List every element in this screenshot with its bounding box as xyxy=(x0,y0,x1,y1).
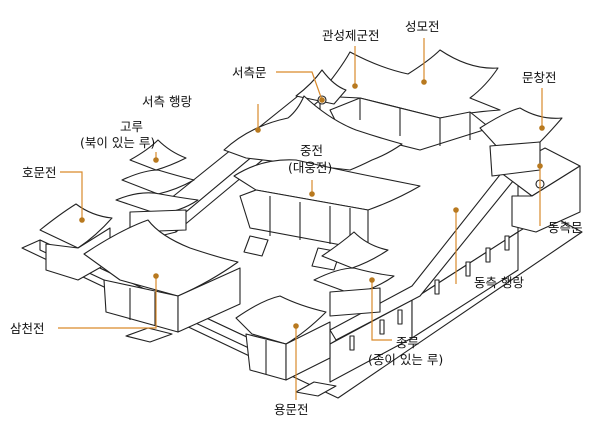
leader-seocheuk-mun xyxy=(276,71,323,101)
dot-yongmun xyxy=(293,323,299,329)
label-jongru-line1: 종루 xyxy=(396,335,419,350)
samcheon-hall xyxy=(83,219,241,343)
label-jungjeon-line1: 중전 xyxy=(300,143,323,158)
yongmun-hall xyxy=(235,295,337,397)
label-goru-line2: (북이 있는 루) xyxy=(80,135,155,150)
leader-samcheon xyxy=(58,276,157,329)
homun-hall xyxy=(39,203,113,281)
dot-jongru xyxy=(369,277,375,283)
labels: 관성제군전 성모전 서측문 문창전 서측 행랑 고루 (북이 있는 루) 중전 … xyxy=(10,19,583,417)
dot-seocheuk-haengrang xyxy=(255,127,261,133)
label-yongmun: 용문전 xyxy=(274,402,309,417)
label-samcheon: 삼천전 xyxy=(10,321,45,336)
leader-lines xyxy=(58,38,543,400)
label-gwanseong: 관성제군전 xyxy=(322,28,380,43)
dot-gwanseong xyxy=(352,83,358,89)
label-goru-line1: 고루 xyxy=(120,119,143,134)
label-jungjeon-line2: (대웅전) xyxy=(288,160,332,175)
dot-seocheuk-mun xyxy=(319,97,325,103)
label-munchang: 문창전 xyxy=(522,70,557,85)
label-dongcheuk-mun: 동측문 xyxy=(548,220,583,235)
dot-dongcheuk-mun xyxy=(537,163,543,169)
dot-homun xyxy=(79,217,85,223)
dot-dongcheuk-haengrang xyxy=(453,207,459,213)
temple-complex-drawing xyxy=(21,49,583,399)
label-homun: 호문전 xyxy=(22,165,57,180)
east-corridor xyxy=(329,151,531,383)
leader-homun xyxy=(60,171,83,220)
bell-tower xyxy=(313,231,395,317)
dot-goru xyxy=(153,157,159,163)
dot-jungjeon xyxy=(309,191,315,197)
dot-munchang xyxy=(539,125,545,131)
label-jongru-line2: (종이 있는 루) xyxy=(368,352,443,367)
leader-dots xyxy=(79,79,545,329)
label-seocheuk-haengrang: 서측 행랑 xyxy=(142,94,192,109)
leader-jongru xyxy=(371,280,392,341)
dot-seongmo xyxy=(421,79,427,85)
label-seongmo: 성모전 xyxy=(405,19,440,34)
label-seocheuk-mun: 서측문 xyxy=(232,65,267,80)
dot-samcheon xyxy=(153,273,159,279)
label-dongcheuk-haengrang: 동측 행랑 xyxy=(474,275,524,290)
